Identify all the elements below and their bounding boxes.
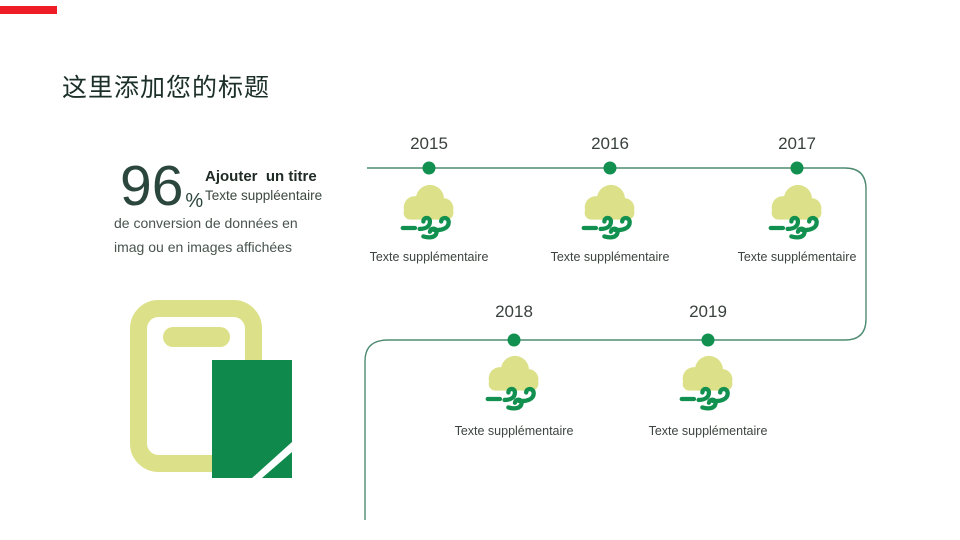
timeline-item-2016: 2016 Texte supplémentaire xyxy=(520,133,700,264)
stat-description-line: de conversion de données en xyxy=(114,215,298,231)
timeline-year: 2015 xyxy=(410,134,448,153)
stat-unit: % xyxy=(185,190,204,212)
timeline-label: Texte supplémentaire xyxy=(369,250,489,264)
clipboard-document-icon xyxy=(130,300,292,478)
timeline-year: 2016 xyxy=(591,134,629,153)
wind-cloud-icon xyxy=(485,355,539,411)
timeline-label: Texte supplémentaire xyxy=(737,250,857,264)
wind-cloud-icon xyxy=(679,355,733,411)
timeline-item-2017: 2017 Texte supplémentaire xyxy=(707,133,887,264)
timeline-item-2015: 2015 Texte supplémentaire xyxy=(339,133,519,264)
timeline-year: 2019 xyxy=(689,302,727,321)
timeline-year: 2017 xyxy=(778,134,816,153)
wind-cloud-icon xyxy=(768,184,822,240)
stat-number: 96 xyxy=(120,154,184,218)
timeline-item-2019: 2019 Texte supplémentaire xyxy=(618,301,798,438)
stat-description-line: imag ou en images affichées xyxy=(114,239,292,255)
timeline-label: Texte supplémentaire xyxy=(454,424,574,438)
timeline-item-2018: 2018 Texte supplémentaire xyxy=(424,301,604,438)
page-title: 这里添加您的标题 xyxy=(62,74,271,102)
stat-value: 96 % xyxy=(120,158,203,215)
timeline-year: 2018 xyxy=(495,302,533,321)
timeline-label: Texte supplémentaire xyxy=(648,424,768,438)
red-accent-bar xyxy=(0,6,57,14)
wind-cloud-icon xyxy=(400,184,454,240)
stat-heading: Ajouter un titre xyxy=(205,168,317,185)
timeline-label: Texte supplémentaire xyxy=(550,250,670,264)
stat-subheading: Texte suppléentaire xyxy=(205,188,323,203)
wind-cloud-icon xyxy=(581,184,635,240)
stat-description: de conversion de données en imag ou en i… xyxy=(114,211,298,259)
